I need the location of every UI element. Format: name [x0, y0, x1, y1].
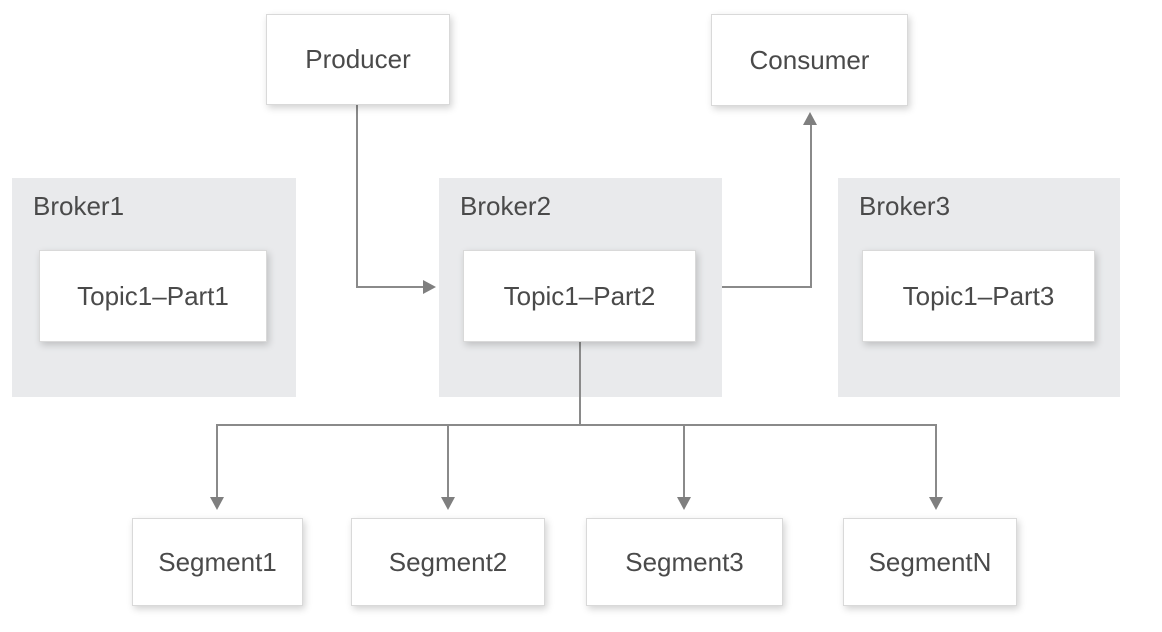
segmentN-label: SegmentN — [868, 546, 992, 577]
producer-node: Producer — [266, 14, 450, 105]
segment3-label: Segment3 — [625, 546, 744, 577]
segment2-node: Segment2 — [351, 518, 545, 606]
segment1-node: Segment1 — [132, 518, 303, 606]
connector-drop-segment2 — [447, 424, 449, 498]
consumer-label: Consumer — [749, 44, 870, 75]
topic1-part2-label: Topic1–Part2 — [503, 280, 656, 311]
arrowhead-into-segment2-icon — [441, 497, 455, 510]
connector-segment-bus — [216, 424, 937, 426]
topic1-part1-node: Topic1–Part1 — [39, 250, 267, 342]
arrowhead-into-consumer-icon — [803, 112, 817, 125]
topic1-part3-node: Topic1–Part3 — [862, 250, 1095, 342]
connector-drop-segment1 — [216, 424, 218, 498]
segment3-node: Segment3 — [586, 518, 783, 606]
connector-producer-down — [356, 105, 358, 288]
connector-drop-segment3 — [683, 424, 685, 498]
arrowhead-into-segment3-icon — [677, 497, 691, 510]
segmentN-node: SegmentN — [843, 518, 1017, 606]
arrowhead-into-broker2-icon — [423, 280, 436, 294]
connector-producer-right — [356, 286, 423, 288]
segment2-label: Segment2 — [388, 546, 508, 577]
arrowhead-into-segment1-icon — [210, 497, 224, 510]
segment1-label: Segment1 — [158, 546, 277, 577]
broker3-label: Broker3 — [859, 191, 951, 221]
producer-label: Producer — [305, 44, 411, 74]
connector-consumer-up — [810, 125, 812, 288]
broker1-label: Broker1 — [33, 191, 125, 221]
connector-broker2-right — [722, 286, 811, 288]
topic1-part1-label: Topic1–Part1 — [77, 280, 229, 311]
consumer-node: Consumer — [711, 14, 908, 106]
broker2-label: Broker2 — [460, 191, 552, 221]
topic1-part2-node: Topic1–Part2 — [463, 250, 696, 342]
connector-topic2-down — [579, 342, 581, 426]
topic1-part3-label: Topic1–Part3 — [902, 280, 1055, 311]
connector-drop-segmentN — [935, 424, 937, 498]
arrowhead-into-segmentN-icon — [929, 497, 943, 510]
